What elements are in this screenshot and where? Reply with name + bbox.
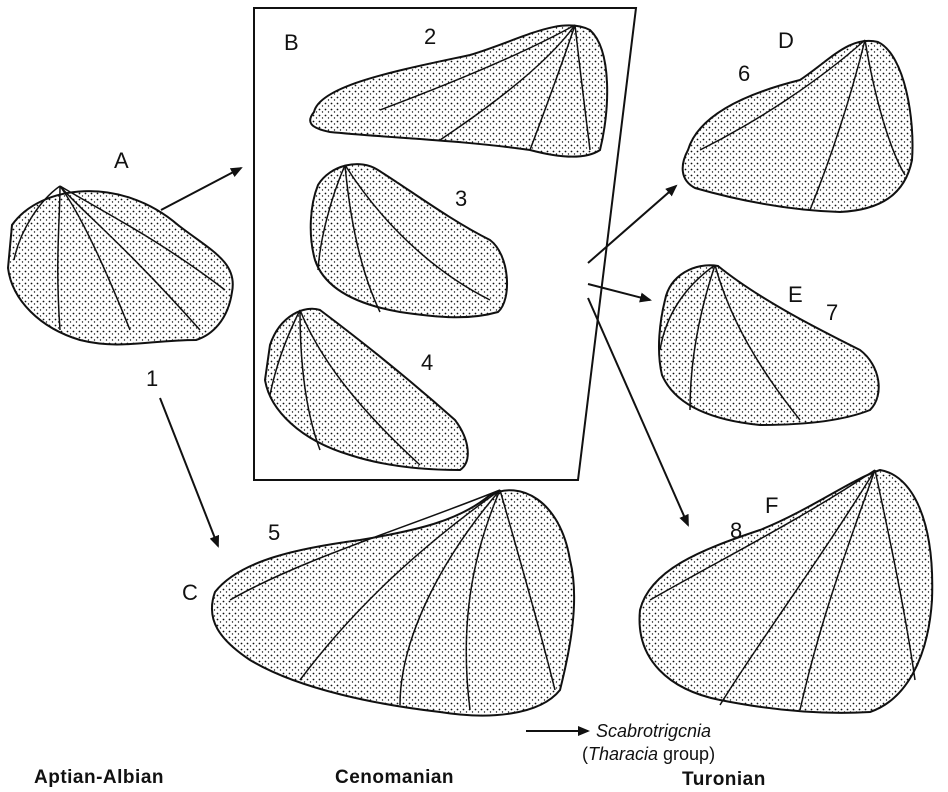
shell-f [640, 470, 933, 713]
label-b: B [284, 32, 299, 54]
label-2: 2 [424, 26, 436, 48]
label-8: 8 [730, 520, 742, 542]
arrow-a-to-b [161, 168, 241, 210]
shell-e [659, 265, 879, 425]
label-c: C [182, 582, 198, 604]
footnote-group-name: Tharacia [588, 744, 658, 764]
shell-3 [311, 164, 507, 317]
shell-a [8, 186, 233, 344]
arrow-b-to-e [588, 284, 650, 300]
label-7: 7 [826, 302, 838, 324]
shell-c [212, 490, 574, 716]
footnote-group: (Tharacia group) [582, 745, 715, 763]
label-a: A [114, 150, 129, 172]
label-f: F [765, 495, 778, 517]
label-d: D [778, 30, 794, 52]
stage-turonian: Turonian [682, 770, 766, 789]
label-6: 6 [738, 63, 750, 85]
label-3: 3 [455, 188, 467, 210]
shell-4 [265, 309, 468, 470]
stage-aptian-albian: Aptian-Albian [34, 768, 164, 787]
arrow-a-to-c [160, 398, 218, 546]
arrow-b-to-d [588, 186, 676, 263]
footnote-group-close: group) [658, 744, 715, 764]
label-4: 4 [421, 352, 433, 374]
label-1: 1 [146, 368, 158, 390]
shell-2 [310, 25, 607, 157]
shell-d [683, 40, 913, 212]
footnote-genus-text: Scabrotrigcnia [596, 721, 711, 741]
label-5: 5 [268, 522, 280, 544]
footnote-genus: Scabrotrigcnia [596, 722, 711, 740]
label-e: E [788, 284, 803, 306]
stage-cenomanian: Cenomanian [335, 768, 454, 787]
